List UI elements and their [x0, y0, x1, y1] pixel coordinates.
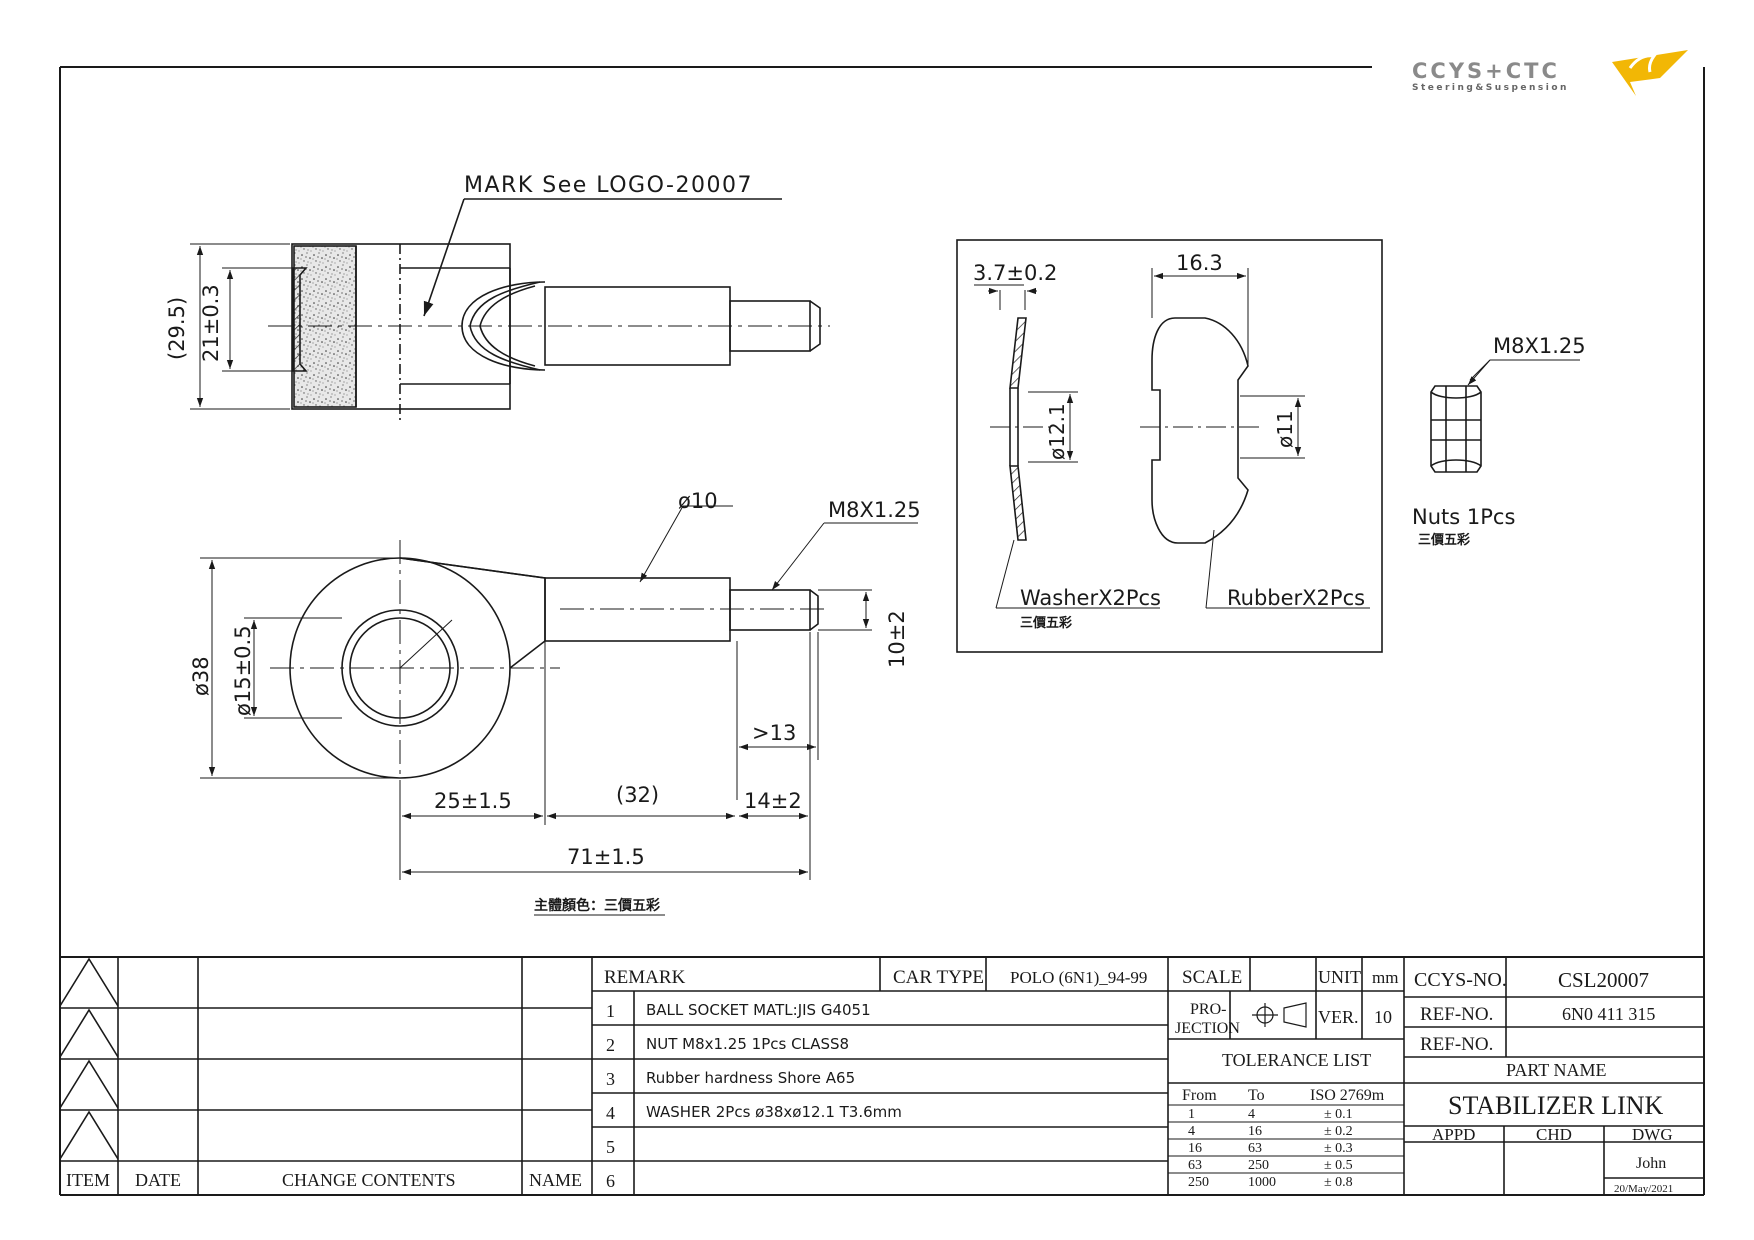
- svg-text:Steering&Suspension: Steering&Suspension: [1412, 83, 1569, 93]
- unit-value: mm: [1372, 968, 1398, 987]
- drawer-name: John: [1636, 1155, 1666, 1172]
- tolerance-title: TOLERANCE LIST: [1222, 1050, 1371, 1070]
- projection-symbol-icon: [1252, 1002, 1307, 1028]
- tolerance-value: ± 0.8: [1324, 1175, 1353, 1190]
- remark-label: REMARK: [604, 967, 686, 988]
- revision-block: ITEM DATE CHANGE CONTENTS NAME: [59, 957, 593, 1195]
- part-name-label: PART NAME: [1506, 1060, 1606, 1080]
- remark-item-number: 4: [606, 1103, 615, 1123]
- tolerance-rows: 1 4 ± 0.1 4 16 ± 0.2 16 63 ± 0.3 63 250 ± 0.5 250 100…: [1168, 1104, 1404, 1190]
- body-color-note: 主體顏色：三價五彩: [534, 897, 660, 914]
- svg-text:ø15±0.5: ø15±0.5: [231, 625, 255, 716]
- svg-text:三價五彩: 三價五彩: [1020, 615, 1072, 631]
- svg-text:(32): (32): [616, 783, 659, 807]
- ref-no-label: REF-NO.: [1420, 1004, 1493, 1025]
- svg-text:From: From: [1182, 1087, 1217, 1104]
- svg-text:WasherX2Pcs: WasherX2Pcs: [1020, 586, 1161, 610]
- tolerance-value: ± 0.2: [1324, 1124, 1353, 1139]
- remark-item-number: 5: [606, 1137, 615, 1157]
- svg-text:M8X1.25: M8X1.25: [828, 498, 921, 522]
- ver-label: VER.: [1318, 1007, 1359, 1027]
- remark-item-number: 6: [606, 1171, 615, 1191]
- svg-text:ø38: ø38: [189, 656, 213, 696]
- svg-text:>13: >13: [752, 721, 796, 745]
- rubber-shape: [1151, 317, 1249, 544]
- remark-item-number: 2: [606, 1035, 615, 1055]
- title-block: CCYS-NO. CSL20007 REF-NO. 6N0 411 315 RE…: [1404, 957, 1704, 1195]
- remark-block: REMARK CAR TYPE POLO (6N1)_94-99: [592, 957, 1169, 1195]
- part-name-value: STABILIZER LINK: [1448, 1091, 1663, 1120]
- ref-no-label-2: REF-NO.: [1420, 1034, 1493, 1055]
- car-type-value: POLO (6N1)_94-99: [1010, 968, 1147, 987]
- svg-text:ISO 2769m: ISO 2769m: [1310, 1087, 1385, 1104]
- side-view: ø10 M8X1.25 ø38 ø15±0.5 10±2 >13 25±1.5: [189, 489, 921, 916]
- unit-label: UNIT: [1318, 967, 1361, 987]
- tolerance-to: 16: [1248, 1124, 1262, 1139]
- remark-item-text: BALL SOCKET MATL:JIS G4051: [646, 1001, 871, 1019]
- tolerance-value: ± 0.1: [1324, 1107, 1353, 1122]
- revision-header-name: NAME: [529, 1170, 582, 1190]
- svg-text:3.7±0.2: 3.7±0.2: [973, 261, 1057, 285]
- scale-block: SCALE UNIT mm PRO- JECTION VER. 10 TOLER…: [1168, 957, 1405, 1195]
- remark-item-number: 3: [606, 1069, 615, 1089]
- svg-text:RubberX2Pcs: RubberX2Pcs: [1227, 586, 1365, 610]
- svg-text:ø12.1: ø12.1: [1045, 403, 1069, 460]
- drawing-date: 20/May/2021: [1614, 1183, 1673, 1195]
- svg-text:CCYS+CTC: CCYS+CTC: [1412, 59, 1560, 83]
- tolerance-from: 4: [1188, 1124, 1195, 1139]
- revision-header-item: ITEM: [66, 1170, 110, 1190]
- washer-shape: [1009, 317, 1027, 389]
- svg-text:三價五彩: 三價五彩: [1418, 532, 1470, 548]
- remark-item-text: NUT M8x1.25 1Pcs CLASS8: [646, 1035, 849, 1053]
- ver-value: 10: [1374, 1007, 1392, 1027]
- svg-text:71±1.5: 71±1.5: [567, 845, 645, 869]
- scale-label: SCALE: [1182, 967, 1242, 988]
- nut-view: M8X1.25 Nuts 1Pcs 三價五彩: [1412, 334, 1586, 548]
- svg-text:(29.5): (29.5): [165, 297, 189, 360]
- revision-header-change: CHANGE CONTENTS: [282, 1170, 456, 1190]
- svg-text:CHD: CHD: [1536, 1125, 1572, 1144]
- ref-no-value: 6N0 411 315: [1562, 1004, 1655, 1024]
- tolerance-from: 63: [1188, 1158, 1202, 1173]
- remark-item-text: WASHER 2Pcs ø38xø12.1 T3.6mm: [646, 1103, 902, 1121]
- car-type-label: CAR TYPE: [893, 967, 984, 988]
- remark-item-text: Rubber hardness Shore A65: [646, 1069, 855, 1087]
- tolerance-from: 16: [1188, 1141, 1202, 1156]
- tolerance-to: 4: [1248, 1107, 1255, 1122]
- svg-text:JECTION: JECTION: [1175, 1020, 1240, 1037]
- remark-items: 1 BALL SOCKET MATL:JIS G4051 2 NUT M8x1.25 …: [606, 1001, 902, 1191]
- svg-text:10±2: 10±2: [885, 610, 909, 668]
- svg-text:M8X1.25: M8X1.25: [1493, 334, 1586, 358]
- top-view: MARK See LOGO-20007 (29.5) 21±0.3: [165, 173, 830, 420]
- tolerance-to: 250: [1248, 1158, 1269, 1173]
- svg-text:DWG: DWG: [1632, 1125, 1673, 1144]
- tolerance-value: ± 0.3: [1324, 1141, 1353, 1156]
- svg-text:ø11: ø11: [1273, 410, 1297, 448]
- svg-text:ø10: ø10: [678, 489, 718, 513]
- svg-text:14±2: 14±2: [744, 789, 802, 813]
- revision-header-date: DATE: [135, 1170, 181, 1190]
- svg-text:APPD: APPD: [1432, 1125, 1475, 1144]
- tolerance-from: 250: [1188, 1175, 1209, 1190]
- svg-text:25±1.5: 25±1.5: [434, 789, 512, 813]
- svg-text:Nuts 1Pcs: Nuts 1Pcs: [1412, 505, 1515, 529]
- svg-text:PRO-: PRO-: [1190, 1001, 1226, 1018]
- drawing-frame: [59, 66, 1705, 1196]
- tolerance-to: 1000: [1248, 1175, 1276, 1190]
- ccys-no-label: CCYS-NO.: [1414, 969, 1507, 991]
- tolerance-from: 1: [1188, 1107, 1195, 1122]
- svg-text:16.3: 16.3: [1176, 251, 1223, 275]
- tolerance-to: 63: [1248, 1141, 1262, 1156]
- svg-text:21±0.3: 21±0.3: [199, 284, 223, 362]
- ccys-no-value: CSL20007: [1558, 968, 1649, 992]
- svg-text:To: To: [1248, 1087, 1265, 1104]
- company-logo: CCYS+CTC Steering&Suspension: [1412, 50, 1688, 96]
- logo-chevron-icon: [1612, 50, 1688, 96]
- remark-item-number: 1: [606, 1001, 615, 1021]
- mark-note: MARK See LOGO-20007: [464, 173, 753, 198]
- tolerance-value: ± 0.5: [1324, 1158, 1353, 1173]
- detail-washer-rubber: 3.7±0.2 ø12.1 WasherX2Pcs 三價五彩 16.3 ø11 …: [956, 239, 1383, 653]
